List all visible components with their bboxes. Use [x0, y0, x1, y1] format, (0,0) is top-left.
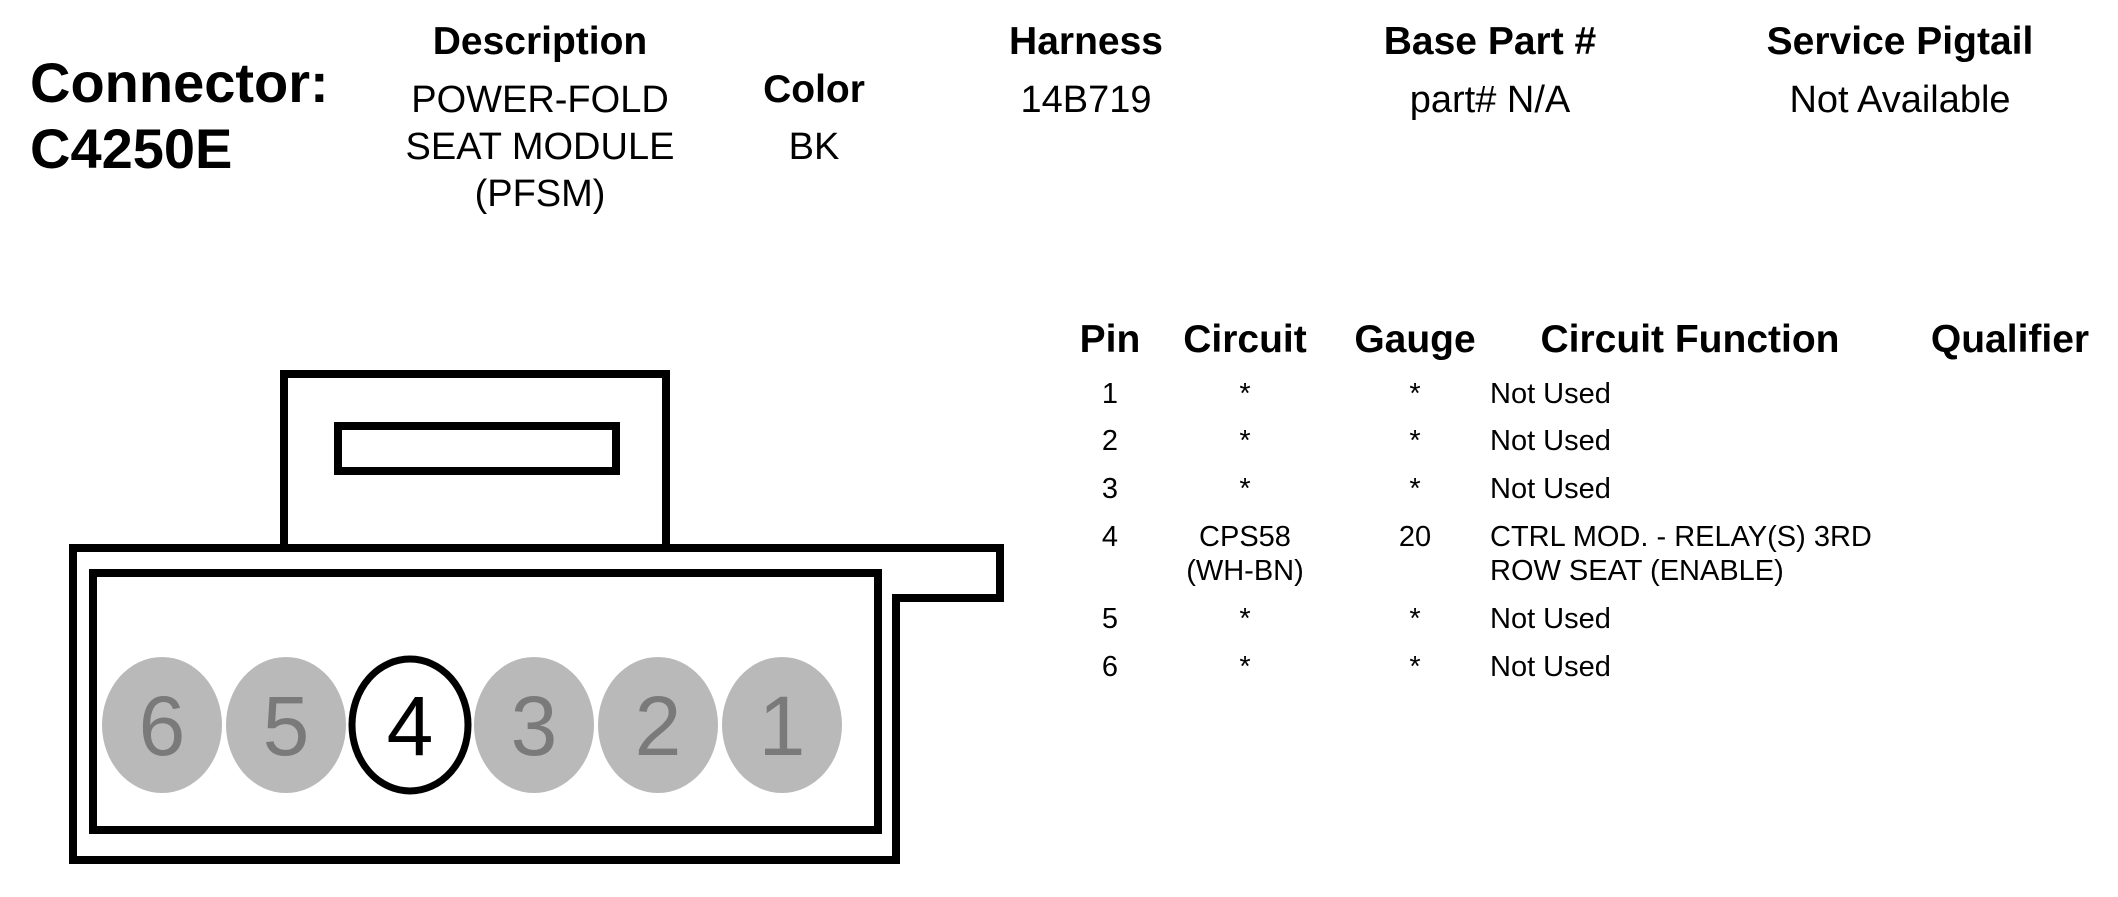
- connector-label: Connector:: [30, 51, 329, 114]
- pin-5-cavity: [226, 657, 346, 793]
- base-part-value: part# N/A: [1409, 79, 1571, 121]
- service-pigtail-value: Not Available: [1789, 79, 2011, 121]
- pin-6-cavity: [102, 657, 222, 793]
- color-header: Color: [763, 68, 865, 111]
- base-part-header: Base Part #: [1383, 20, 1597, 63]
- cell-function: Not Used: [1490, 378, 1611, 410]
- harness-header: Harness: [1009, 20, 1163, 63]
- pin-2-cavity: [598, 657, 718, 793]
- description-line: SEAT MODULE: [405, 126, 675, 168]
- cell-circuit: *: [1239, 651, 1251, 683]
- cell-gauge: *: [1409, 378, 1421, 410]
- service-pigtail-header: Service Pigtail: [1766, 20, 2034, 63]
- cell-pin: 2: [1101, 425, 1119, 457]
- function-line: CTRL MOD. - RELAY(S) 3RD: [1490, 521, 1872, 553]
- description-line: POWER-FOLD: [411, 79, 669, 121]
- cell-circuit: *: [1239, 425, 1251, 457]
- pin-6-label: 6: [139, 679, 186, 773]
- cell-pin: 3: [1101, 473, 1119, 505]
- latch-slot: [334, 422, 620, 475]
- cell-circuit: *: [1239, 473, 1251, 505]
- cell-function: Not Used: [1490, 473, 1611, 505]
- cell-gauge: 20: [1398, 521, 1432, 553]
- pin-5-label: 5: [263, 679, 310, 773]
- description-header: Description: [432, 20, 648, 63]
- pin-1-cavity: [722, 657, 842, 793]
- connector-title: Connector: C4250E: [30, 50, 329, 182]
- cell-circuit: *: [1239, 603, 1251, 635]
- cell-circuit: CPS58 (WH-BN): [1170, 520, 1320, 588]
- cell-pin: 5: [1101, 603, 1119, 635]
- cell-function: Not Used: [1490, 603, 1611, 635]
- pin-2-label: 2: [635, 679, 682, 773]
- connector-id: C4250E: [30, 117, 233, 180]
- cell-function: Not Used: [1490, 425, 1611, 457]
- cell-gauge: *: [1409, 425, 1421, 457]
- circuit-line: CPS58: [1199, 521, 1291, 553]
- cell-pin: 1: [1101, 378, 1119, 410]
- col-header-pin: Pin: [1079, 318, 1141, 361]
- pin-4-label: 4: [387, 679, 434, 773]
- cell-circuit: *: [1239, 378, 1251, 410]
- pin-1-label: 1: [759, 679, 806, 773]
- circuit-line: (WH-BN): [1186, 555, 1304, 587]
- col-header-circuit: Circuit: [1183, 318, 1307, 361]
- color-value: BK: [788, 126, 840, 168]
- pin-3-label: 3: [511, 679, 558, 773]
- col-header-gauge: Gauge: [1354, 318, 1476, 361]
- col-header-circuit-function: Circuit Function: [1540, 318, 1840, 361]
- cell-pin: 4: [1101, 521, 1119, 553]
- description-line: (PFSM): [474, 173, 606, 215]
- cell-pin: 6: [1101, 651, 1119, 683]
- cell-function: CTRL MOD. - RELAY(S) 3RD ROW SEAT (ENABL…: [1490, 520, 1872, 588]
- cell-gauge: *: [1409, 603, 1421, 635]
- cell-gauge: *: [1409, 473, 1421, 505]
- col-header-qualifier: Qualifier: [1930, 318, 2090, 361]
- cell-gauge: *: [1409, 651, 1421, 683]
- cell-function: Not Used: [1490, 651, 1611, 683]
- function-line: ROW SEAT (ENABLE): [1490, 555, 1784, 587]
- pin-4-cavity: [348, 655, 472, 795]
- description-value: POWER-FOLD SEAT MODULE (PFSM): [370, 77, 710, 218]
- harness-value: 14B719: [1020, 79, 1152, 121]
- pin-3-cavity: [474, 657, 594, 793]
